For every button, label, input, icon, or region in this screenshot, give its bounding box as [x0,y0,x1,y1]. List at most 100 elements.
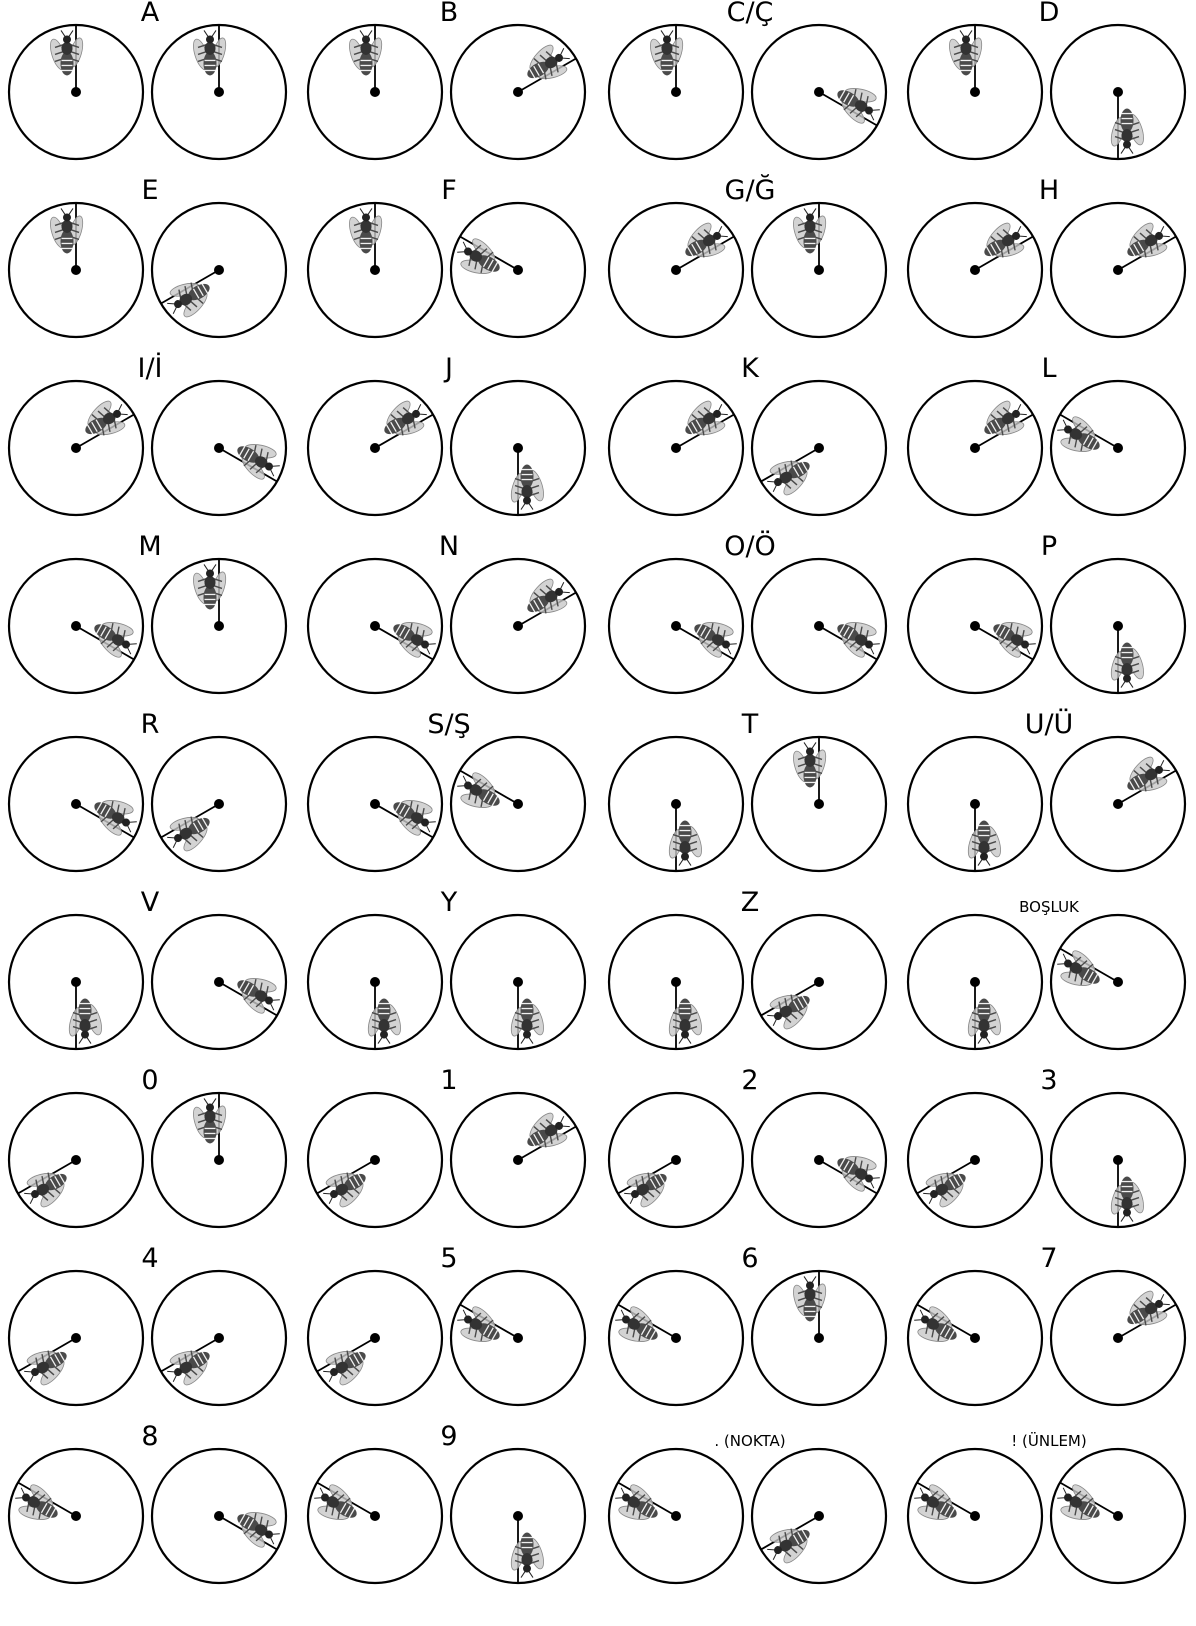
bee-abdomen [204,585,217,609]
dial-center-dot [970,443,980,453]
dial-left [308,381,442,515]
bee-head [962,35,970,43]
bee-thorax [805,754,816,767]
bee-abdomen [1121,109,1134,133]
bee-head [663,35,671,43]
bee-thorax [361,42,372,55]
cell-label: . (NOKTA) [714,1432,785,1450]
dial-left [308,203,442,337]
dial-left [308,915,442,1049]
dial-right [1051,1093,1185,1227]
dial-right [752,1271,886,1405]
dial-center-dot [214,621,224,631]
dial-left [609,381,743,515]
cell-label: E [141,176,158,206]
dial-center-dot [970,1511,980,1521]
dial-center-dot [671,87,681,97]
cell-label: V [141,888,159,918]
bee-thorax [80,1019,91,1032]
cell-label: M [138,532,161,562]
dial-center-dot [214,977,224,987]
dial-left [9,1093,143,1227]
dial-center-dot [71,621,81,631]
dial-center-dot [370,1511,380,1521]
bee-head [806,747,814,755]
dial-center-dot [814,621,824,631]
dial-right [752,737,886,871]
cell-label: G/Ğ [725,176,776,206]
bee-thorax [805,220,816,233]
bee-head [206,569,214,577]
bee-thorax [979,841,990,854]
dial-left [609,737,743,871]
bee-thorax [522,1553,533,1566]
cell-label: D [1039,0,1060,28]
dial-left [308,737,447,871]
dial-center-dot [970,265,980,275]
bee-abdomen [804,763,817,787]
cell-label: I/İ [137,354,162,384]
bee-abdomen [1121,1177,1134,1201]
dial-right [1046,381,1185,515]
dial-center-dot [71,1155,81,1165]
bee-abdomen [61,229,74,253]
dial-right [152,381,291,515]
dial-center-dot [1113,1155,1123,1165]
dial-center-dot [370,1155,380,1165]
cell-label: O/Ö [724,532,776,562]
dial-center-dot [513,1155,523,1165]
dial-right [446,1271,585,1405]
cell-label: BOŞLUK [1019,898,1079,916]
dial-center-dot [513,799,523,809]
bee-thorax [805,1288,816,1301]
dial-left [9,915,143,1049]
bee-head [1123,1209,1131,1217]
bee-head [206,1103,214,1111]
dial-left [308,559,447,693]
dial-center-dot [214,1333,224,1343]
dial-left [9,203,143,337]
bee-abdomen [679,999,692,1023]
bee-abdomen [978,999,991,1023]
dial-center-dot [814,799,824,809]
cell-label: P [1041,532,1057,562]
dial-center-dot [1113,443,1123,453]
bee-thorax [1122,663,1133,676]
dial-center-dot [71,1333,81,1343]
bee-head [523,1565,531,1573]
bee-head [362,35,370,43]
bee-thorax [1122,129,1133,142]
bee-abdomen [804,229,817,253]
dial-right [152,203,286,337]
dial-center-dot [671,1333,681,1343]
bee-head [980,853,988,861]
cell-label: K [741,354,759,384]
bee-abdomen [679,821,692,845]
dial-right [152,1449,291,1583]
cell-label: J [445,354,453,384]
dial-left [903,1271,1042,1405]
dial-center-dot [513,977,523,987]
dial-left [908,381,1042,515]
dial-left [908,559,1047,693]
cell-label: T [742,710,759,740]
bee-abdomen [61,51,74,75]
dial-center-dot [71,87,81,97]
dial-right [152,1271,286,1405]
cell-label: 3 [1040,1066,1057,1096]
dial-center-dot [671,799,681,809]
dial-center-dot [370,799,380,809]
dial-center-dot [814,443,824,453]
dial-center-dot [370,1333,380,1343]
bee-thorax [205,1110,216,1123]
dial-left [609,559,748,693]
dial-center-dot [1113,265,1123,275]
dial-center-dot [970,1333,980,1343]
dial-center-dot [71,799,81,809]
dial-center-dot [814,1155,824,1165]
dial-left [9,25,143,159]
bee-head [523,1031,531,1039]
dial-center-dot [671,977,681,987]
bee-head [806,213,814,221]
dial-right [152,25,286,159]
